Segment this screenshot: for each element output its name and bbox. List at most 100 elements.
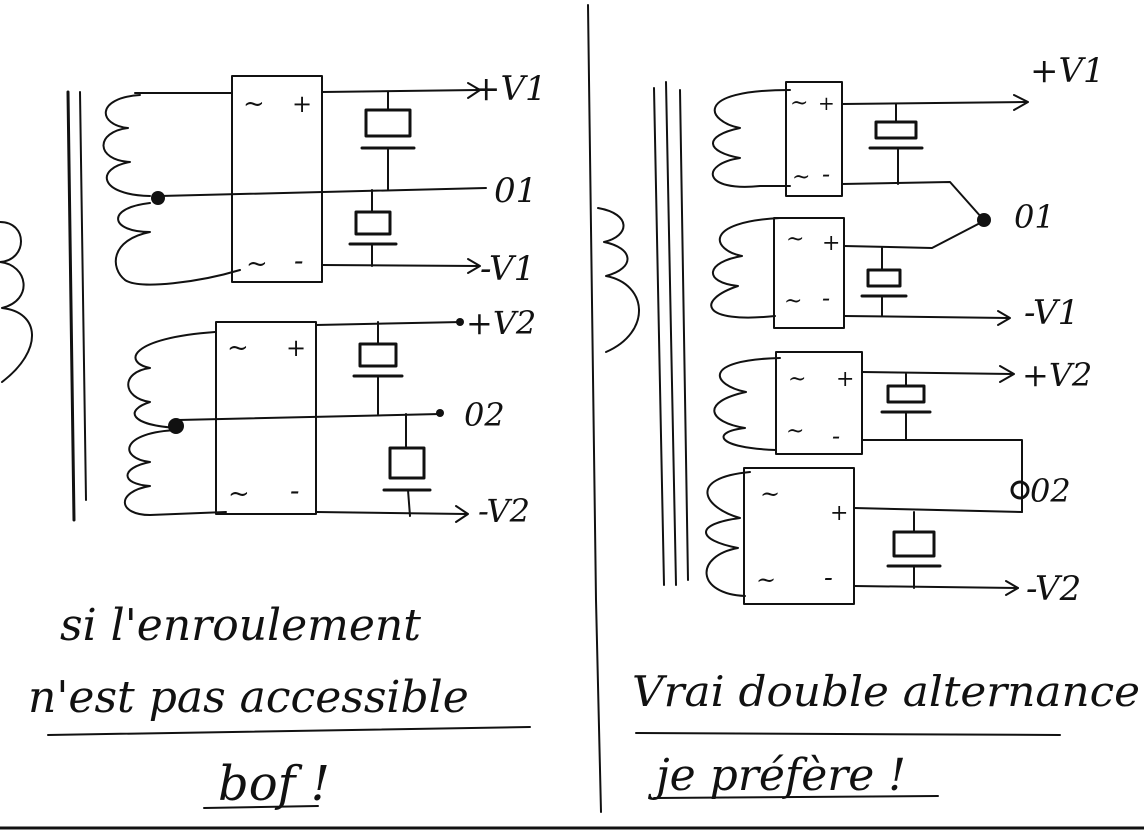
right-caption-line-2-underline (653, 795, 939, 799)
right-bridge-2-br: - (822, 284, 830, 312)
left-caption-line-3-underline (203, 805, 319, 809)
right-bridge-3-bl: ~ (786, 419, 804, 444)
right-terminal-02: 02 (1030, 472, 1071, 510)
left-secondary-winding-a1 (102, 94, 151, 197)
left-wire-a-plus (321, 89, 479, 93)
left-terminal-minus-v2: -V2 (478, 492, 530, 530)
right-wire-bridge1-minus (841, 181, 983, 219)
left-terminal-01: 01 (494, 171, 537, 211)
right-wire-bridge3-minus (861, 439, 1023, 513)
right-bridge-4-bl: ~ (756, 566, 776, 594)
right-bridge-1 (785, 81, 843, 197)
left-rect-a-sym-tl: ~ (243, 89, 265, 119)
right-secondary-winding-1 (711, 89, 791, 188)
right-arrow-minus-v2 (1005, 580, 1019, 596)
left-capacitor-b2 (388, 446, 426, 480)
right-terminal-01: 01 (1014, 198, 1055, 236)
right-capacitor-3 (886, 384, 926, 404)
right-bridge-2-tl: ~ (786, 227, 804, 252)
right-terminal-plus-v1: +V1 (1030, 51, 1105, 91)
left-rectifier-b (215, 321, 317, 515)
left-caption-line-1: si l'enroulement (60, 600, 421, 651)
left-capacitor-b1 (358, 342, 398, 368)
left-secondary-winding-b2 (123, 429, 227, 516)
right-caption-line-2: je préfère ! (647, 750, 906, 801)
right-core-line-2 (665, 81, 677, 586)
left-panel: ~ + ~ - +V1 01 -V1 (0, 69, 547, 812)
right-bridge-1-tl: ~ (790, 91, 808, 116)
right-arrow-minus-v1 (997, 310, 1011, 326)
left-center-tap-dot-a (151, 191, 165, 205)
left-secondary-winding-a2 (114, 202, 241, 286)
left-core-line-2 (79, 91, 87, 501)
right-secondary-winding-4 (705, 471, 751, 597)
left-rect-b-sym-tl: ~ (227, 333, 249, 363)
right-wire-minus-v1 (843, 315, 1009, 319)
right-bridge-4-tl: ~ (760, 480, 780, 508)
right-arrow-plus-v1 (1013, 94, 1029, 111)
right-wire-minus-v2 (853, 585, 1019, 589)
right-caption-line-1: Vrai double alternance (632, 667, 1140, 716)
right-bridge-3-br: - (832, 422, 840, 450)
left-rectifier-a (231, 75, 323, 283)
left-wire-a-mid (159, 187, 487, 197)
left-rect-b-sym-br: - (290, 474, 299, 507)
right-bridge-2-bl: ~ (784, 289, 802, 314)
left-wire-a-minus (321, 264, 479, 267)
left-terminal-plus-v2: +V2 (466, 304, 536, 342)
right-terminal-minus-v1: -V1 (1024, 293, 1079, 333)
left-arrow-a-plus (467, 82, 481, 99)
right-bridge-4 (743, 467, 855, 605)
right-core-line-1 (653, 87, 665, 586)
left-rect-a-sym-tr: + (292, 90, 312, 118)
right-bridge-2 (773, 217, 845, 329)
left-capacitor-a2 (354, 210, 392, 236)
right-bridge-4-br: - (824, 563, 833, 593)
left-caption-line-2: n'est pas accessible (28, 672, 469, 723)
right-capacitor-1 (874, 120, 918, 140)
left-rect-b-sym-bl: ~ (228, 479, 250, 509)
right-bridge-1-tr: + (818, 91, 835, 115)
right-bridge-3-tl: ~ (788, 367, 806, 392)
left-terminal-dot-b-plus (456, 318, 464, 326)
left-rect-b-sym-tr: + (286, 334, 306, 362)
left-wire-b-mid (177, 413, 441, 421)
right-wire-bridge2-plus (843, 221, 983, 249)
left-wire-b-minus (315, 511, 467, 515)
panel-divider (587, 4, 602, 813)
right-wire-plus-v1 (841, 101, 1027, 105)
right-node-02 (1010, 480, 1030, 500)
left-center-tap-dot-b (168, 418, 184, 434)
right-caption-underline (635, 732, 1061, 736)
left-arrow-b-minus (455, 505, 469, 523)
right-panel: ~ + ~ - ~ + ~ - ~ + ~ - ~ + ~ - (597, 51, 1140, 801)
right-secondary-winding-3 (713, 357, 781, 451)
left-cap-b2-lead-bot (407, 489, 411, 517)
right-arrow-plus-v2 (999, 365, 1015, 383)
right-wire-plus-v2 (861, 371, 1013, 375)
right-bridge-1-br: - (822, 160, 830, 188)
left-caption-underline (47, 726, 531, 736)
left-circuit-a: ~ + ~ - +V1 01 -V1 (102, 69, 547, 289)
left-arrow-a-minus (467, 258, 481, 274)
right-capacitor-2 (866, 268, 902, 288)
left-caption-line-3: bof ! (218, 756, 330, 812)
right-bridge-4-tr: + (830, 501, 848, 526)
right-bridge-2-tr: + (822, 231, 840, 256)
left-rect-a-sym-bl: ~ (246, 249, 268, 279)
right-wire-bridge4-plus (853, 507, 1023, 513)
left-circuit-b: ~ + ~ - +V2 02 -V2 (123, 304, 536, 530)
left-rect-a-sym-br: - (294, 244, 303, 277)
right-terminal-plus-v2: +V2 (1022, 356, 1092, 394)
left-capacitor-a1 (364, 108, 412, 138)
right-capacitor-4 (892, 530, 936, 558)
left-secondary-winding-b1 (127, 331, 216, 429)
right-secondary-winding-2 (710, 217, 781, 319)
right-terminal-minus-v2: -V2 (1026, 569, 1081, 609)
right-primary-winding (597, 207, 640, 353)
left-primary-winding (0, 221, 33, 383)
right-bridge-1-bl: ~ (792, 165, 810, 190)
left-terminal-dot-b-mid (436, 409, 444, 417)
left-terminal-plus-v1: +V1 (472, 69, 547, 109)
